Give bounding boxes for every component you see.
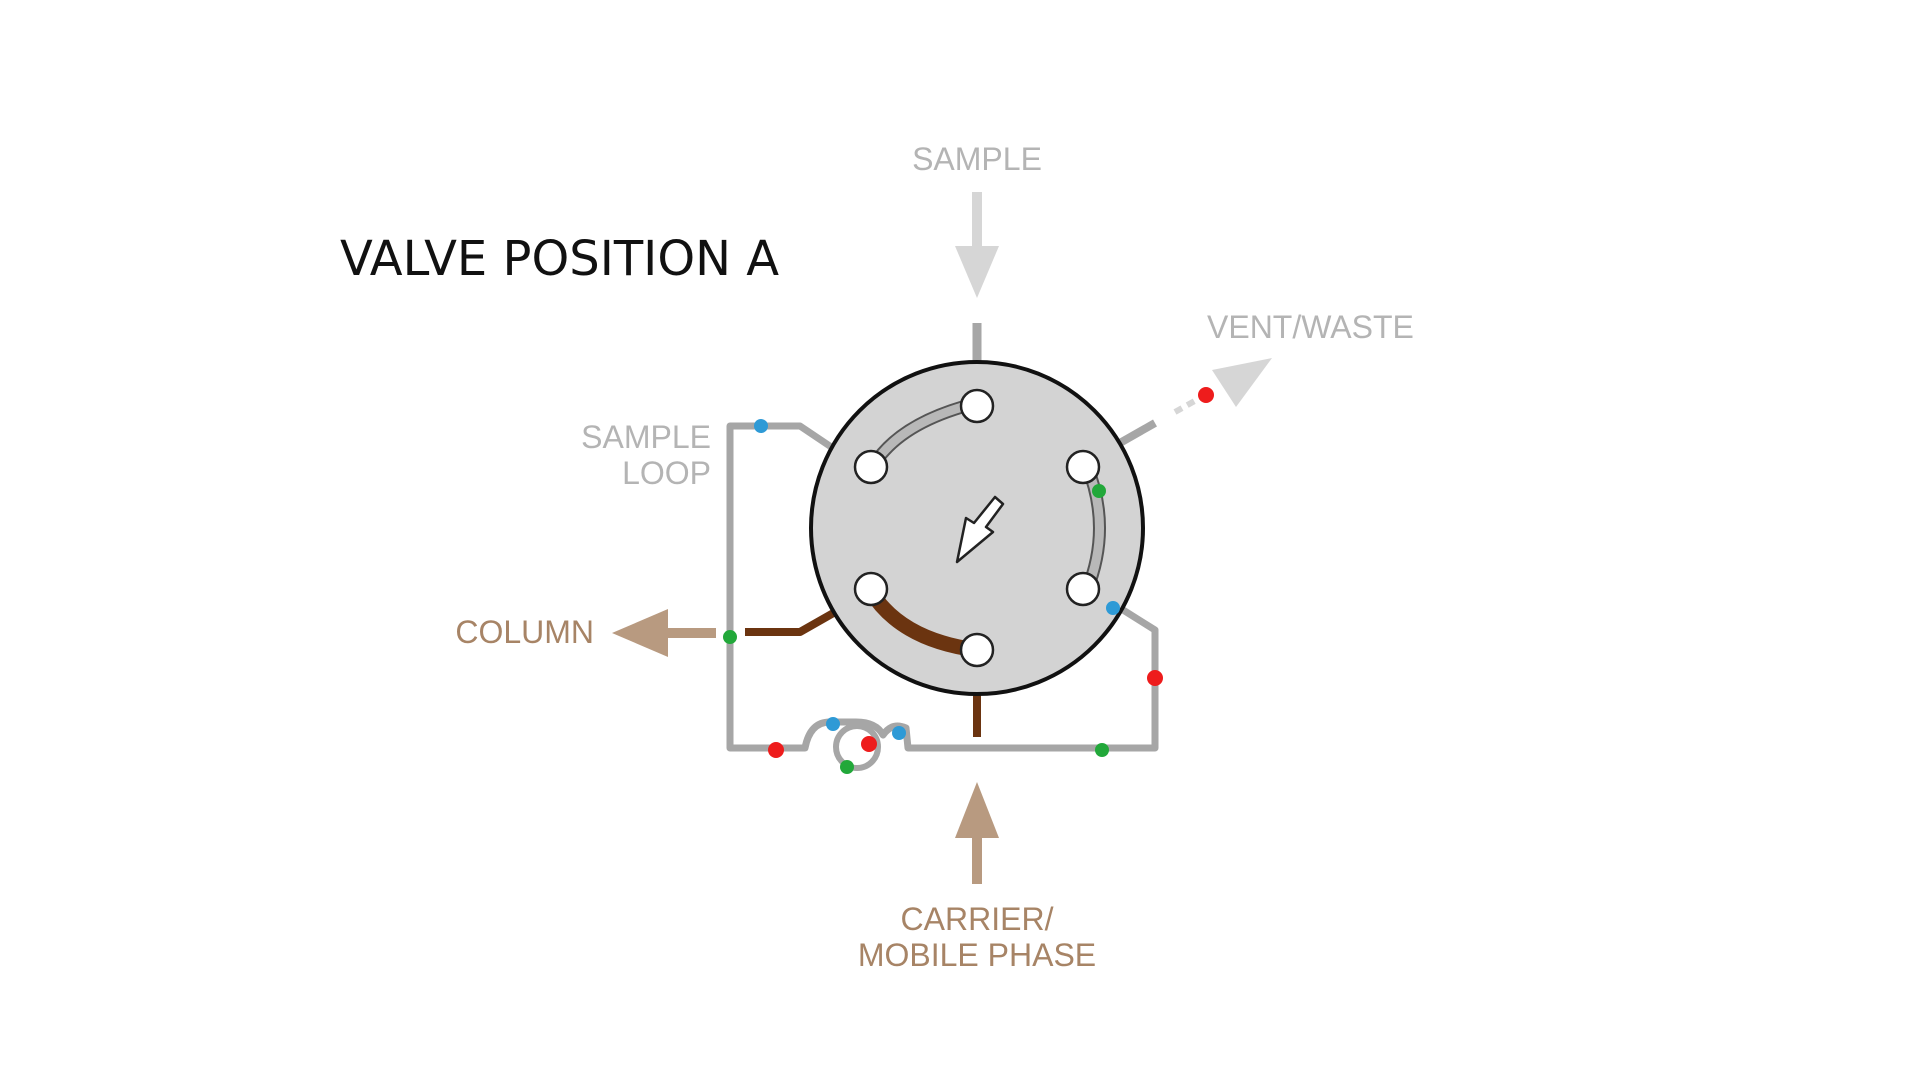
marker-red (861, 736, 877, 752)
marker-green (723, 630, 737, 644)
rotation-arrow-icon (955, 495, 1005, 564)
marker-blue (754, 419, 768, 433)
vent-outlet-arrow (1212, 358, 1272, 407)
page-title: VALVE POSITION A (340, 231, 779, 287)
sample-label: SAMPLE (912, 141, 1042, 177)
port-1 (959, 388, 995, 424)
sample-loop-label-line2: LOOP (622, 455, 711, 491)
port-6 (853, 449, 889, 485)
marker-green (1095, 743, 1109, 757)
marker-green (1092, 484, 1106, 498)
vent-tube-dashed (1173, 395, 1202, 415)
marker-red (768, 742, 784, 758)
sample-inlet-arrow (955, 192, 999, 298)
vent-waste-label: VENT/WASTE (1207, 309, 1414, 345)
marker-red (1147, 670, 1163, 686)
marker-blue (826, 717, 840, 731)
port-3 (1065, 571, 1101, 607)
sample-loop-coil (833, 723, 881, 771)
carrier-inlet-arrow (955, 782, 999, 884)
carrier-label-line2: MOBILE PHASE (858, 937, 1096, 973)
column-label: COLUMN (455, 614, 594, 650)
marker-red (1198, 387, 1214, 403)
carrier-label-line1: CARRIER/ (901, 901, 1054, 937)
flow-markers (723, 419, 1163, 774)
marker-green (840, 760, 854, 774)
port-5 (853, 571, 889, 607)
marker-blue (892, 726, 906, 740)
port-2 (1065, 449, 1101, 485)
sample-loop-label-line1: SAMPLE (581, 419, 711, 455)
column-outlet-arrow (612, 609, 716, 657)
valve-ports (853, 388, 1101, 668)
marker-blue (1106, 601, 1120, 615)
port-4 (959, 632, 995, 668)
